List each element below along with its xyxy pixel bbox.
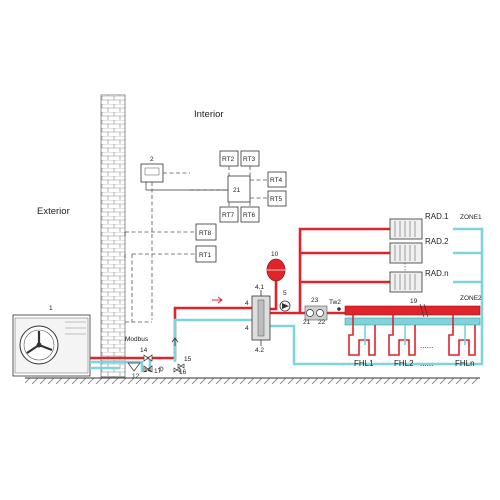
label-17: 17: [154, 368, 162, 375]
ground-hatch: [25, 378, 480, 384]
radiator-n: [389, 271, 423, 293]
control-wiring: [124, 166, 268, 323]
radiator-2: [389, 242, 423, 264]
thermostat-rt6: RT6: [240, 206, 260, 223]
label-15: 15: [184, 356, 192, 363]
thermostat-rt8: RT8: [195, 223, 217, 241]
svg-text:RT5: RT5: [270, 196, 283, 203]
radiator-1-label: RAD.1: [425, 212, 449, 221]
label-21: 21: [303, 319, 311, 326]
radiator-1: [389, 218, 423, 240]
outdoor-heat-pump-unit: [12, 314, 91, 377]
svg-text:RT3: RT3: [243, 156, 256, 163]
floor-manifold: [344, 303, 481, 326]
shutoff-valve-14b: [143, 365, 153, 373]
thermostat-rt2: RT2: [219, 150, 239, 167]
radiator-2-label: RAD.2: [425, 237, 449, 246]
thermostat-rt4: RT4: [267, 171, 287, 188]
floor-loop-2: [388, 315, 416, 356]
thermostat-rt7: RT7: [219, 206, 239, 223]
filter-12: [127, 362, 141, 372]
svg-text:RT6: RT6: [243, 212, 256, 219]
label-4b: 4: [245, 325, 249, 332]
floor-loop-dots-1: ......: [420, 341, 433, 350]
valve-16: [173, 367, 181, 373]
floor-loop-n: [448, 315, 476, 356]
svg-text:RT4: RT4: [270, 177, 283, 184]
exterior-label: Exterior: [37, 206, 70, 217]
label-16: 16: [179, 369, 187, 376]
label-14b: 14: [144, 367, 152, 374]
svg-text:RT7: RT7: [222, 212, 235, 219]
thermostat-rt1: RT1: [195, 245, 217, 263]
thermostat-hub: [227, 175, 251, 203]
floor-loop-dots-2: ......: [420, 359, 433, 368]
svg-text:RT1: RT1: [199, 252, 212, 259]
drain-valve-15: [177, 363, 185, 369]
label-5: 5: [283, 290, 287, 297]
label-12: 12: [132, 373, 140, 380]
shutoff-valve-14a: [143, 354, 153, 362]
label-4-2: 4.2: [255, 347, 264, 354]
mixing-valve-group: [304, 305, 328, 321]
brick-wall: [100, 94, 126, 378]
label-10: 10: [271, 251, 279, 258]
radiator-n-label: RAD.n: [425, 269, 449, 278]
label-23: 23: [311, 297, 319, 304]
label-4-1: 4.1: [255, 284, 264, 291]
return-piping: [90, 227, 484, 372]
circulation-pump-5: [279, 300, 291, 312]
thermostat-rt5: RT5: [267, 190, 287, 207]
svg-text:RT2: RT2: [222, 156, 235, 163]
floor-loop-1: [348, 315, 376, 356]
floor-loop-n-label: FHLn: [455, 359, 475, 368]
tw2-label: Tw2: [329, 299, 341, 306]
floor-loop-2-label: FHL2: [394, 359, 414, 368]
label-14a: 14: [140, 347, 148, 354]
return-flow-arrow: [171, 337, 179, 346]
label-22: 22: [318, 319, 326, 326]
zone2-label: ZONE2: [460, 295, 482, 302]
interior-label: Interior: [194, 109, 224, 120]
thermostat-rt3: RT3: [240, 150, 260, 167]
supply-piping: [90, 227, 390, 360]
expansion-vessel: [266, 258, 286, 282]
modbus-label: Modbus: [125, 336, 149, 343]
label-19: 19: [410, 298, 418, 305]
thermostat-hub-label: 21: [233, 187, 241, 194]
supply-flow-arrow: [212, 296, 223, 304]
tw2-sensor: [337, 307, 341, 311]
hydraulic-separator: [251, 290, 271, 346]
zone1-label: ZONE1: [460, 214, 482, 221]
label-4a: 4: [245, 300, 249, 307]
wired-controller: [140, 163, 164, 183]
label-2: 2: [150, 156, 154, 163]
valve-17: [158, 366, 164, 372]
svg-text:RT8: RT8: [199, 230, 212, 237]
label-1: 1: [49, 305, 53, 312]
floor-loop-1-label: FHL1: [354, 359, 374, 368]
